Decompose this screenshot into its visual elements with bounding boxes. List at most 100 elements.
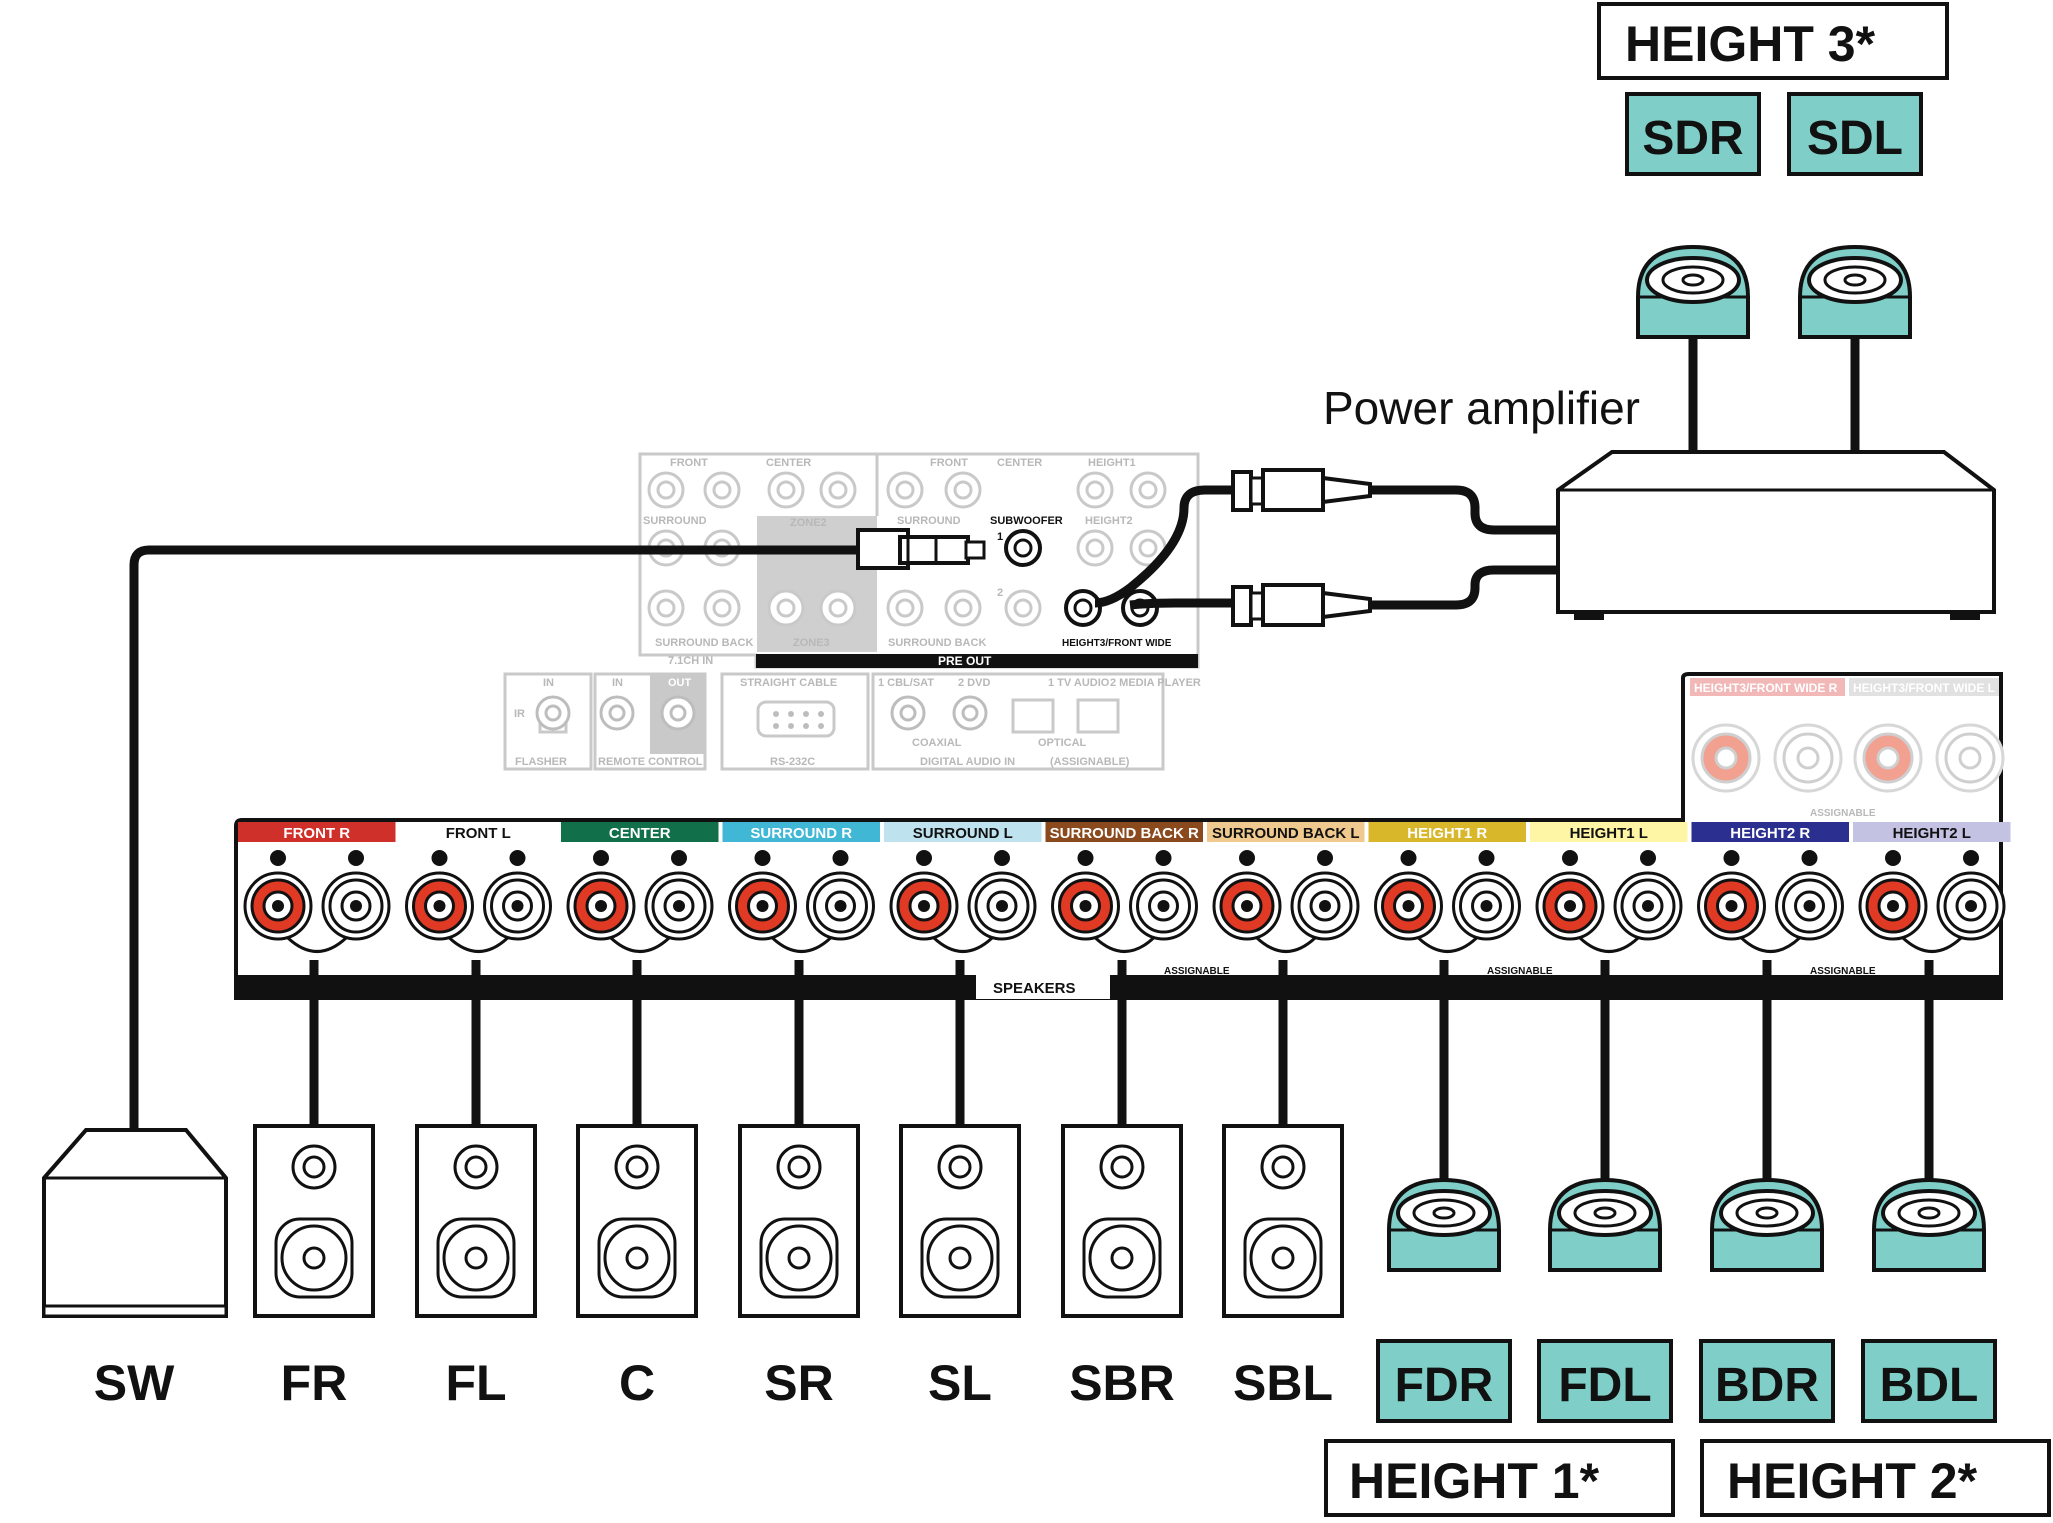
height3-front-wide-label: HEIGHT3/FRONT WIDE — [1062, 638, 1172, 649]
terminal-core — [1319, 900, 1331, 912]
faded-terminal-inner — [1876, 746, 1900, 770]
height-speaker-label-box — [1537, 1339, 1673, 1423]
terminal-link — [1578, 936, 1640, 953]
top-speaker-label-box — [1625, 92, 1761, 176]
front-label: FRONT — [930, 457, 968, 469]
terminal-polarity-mark — [994, 850, 1010, 866]
height2-box — [1700, 1439, 2051, 1517]
terminal-polarity-mark — [1963, 850, 1979, 866]
terminal-polarity-mark — [1317, 850, 1333, 866]
remote-in-label: IN — [612, 677, 623, 689]
rca-jack-active — [1064, 589, 1102, 627]
channel-header-label: SURROUND BACK R — [1050, 825, 1199, 842]
floor-speaker-label: SL — [928, 1355, 992, 1411]
channel-header-bg — [238, 822, 396, 842]
rca-jack-faded-inner — [776, 598, 796, 618]
rca-jack-faded-inner — [1013, 598, 1033, 618]
floor-speaker-label: FR — [281, 1355, 348, 1411]
speaker-cables — [309, 960, 1934, 1182]
ch71-label: 7.1CH IN — [668, 655, 713, 667]
height-speaker-label-box — [1861, 1339, 1997, 1423]
rca-jack-faded — [1129, 471, 1167, 509]
terminal-core — [918, 900, 930, 912]
channel-header-label: SURROUND L — [913, 825, 1013, 842]
terminal-core — [272, 900, 284, 912]
faded-jack — [660, 695, 696, 731]
floor-speaker-label: FL — [445, 1355, 506, 1411]
terminal-link — [1901, 936, 1963, 953]
channel-header-bg — [1691, 822, 1849, 842]
channel-header-bg — [399, 822, 557, 842]
terminal-link — [932, 936, 994, 953]
height-speaker — [1872, 1177, 1986, 1272]
rs232-pin — [773, 711, 779, 717]
height-speaker — [1710, 1177, 1824, 1272]
height-speaker-dome — [1432, 1206, 1456, 1220]
woofer-center — [1271, 1246, 1295, 1270]
height1-label: HEIGHT 1* — [1349, 1453, 1600, 1509]
faded-jack — [952, 695, 988, 731]
channel-header-label: FRONT R — [283, 825, 350, 842]
terminal-polarity-mark — [270, 850, 286, 866]
height-speaker-label: BDL — [1880, 1359, 1979, 1412]
faded-jack — [535, 695, 571, 731]
rca-jack-faded — [767, 471, 805, 509]
rs232-pin — [818, 711, 824, 717]
terminal-core — [756, 900, 769, 912]
floor-speaker-label: SW — [94, 1355, 175, 1411]
terminal-core — [1803, 900, 1816, 912]
input1-label: 1 CBL/SAT — [878, 677, 934, 689]
rca-jack-faded — [647, 471, 685, 509]
terminal-polarity-mark — [1478, 850, 1495, 866]
terminal-polarity-mark — [1801, 850, 1818, 866]
channel-header-bg — [1207, 822, 1365, 842]
channel-header-label: HEIGHT2 R — [1730, 825, 1810, 842]
height-speaker-dome — [1917, 1206, 1941, 1220]
rca-jack-faded-inner — [953, 598, 973, 618]
rca-jack-faded-inner — [1085, 480, 1105, 500]
rca-jack-faded — [819, 589, 857, 627]
channel-header-bg — [561, 822, 719, 842]
cables — [129, 335, 1860, 1130]
height-speaker-dome — [1593, 1206, 1617, 1220]
rs232-pin — [773, 723, 779, 729]
channel-header-label: CENTER — [609, 825, 671, 842]
terminal-core — [595, 900, 607, 912]
height-speaker-label: FDL — [1558, 1359, 1651, 1412]
terminal-core — [433, 900, 446, 912]
rs232-pin — [788, 723, 794, 729]
pre-out-label: PRE OUT — [938, 654, 992, 668]
channel-header-bg — [1853, 822, 2011, 842]
top-speaker-label: SDL — [1807, 112, 1903, 165]
faded-jack — [890, 695, 926, 731]
woofer-center — [787, 1246, 811, 1270]
rs232-pin — [803, 711, 809, 717]
floor-speaker-label: SR — [764, 1355, 833, 1411]
channel-header-label: HEIGHT1 L — [1570, 825, 1648, 842]
rca-jack-faded-inner — [656, 598, 676, 618]
terminal-link — [1094, 936, 1155, 953]
terminal-polarity-mark — [593, 850, 609, 866]
terminal-polarity-mark — [916, 850, 932, 866]
surround-label: SURROUND — [643, 515, 707, 527]
channel-header-bg — [1045, 822, 1203, 842]
terminal-core — [996, 900, 1008, 912]
tweeter-center — [1110, 1155, 1134, 1179]
rca-plug-lower — [1231, 583, 1372, 627]
assignable-paren-label: (ASSIGNABLE) — [1050, 756, 1130, 768]
terminal-core — [1965, 900, 1977, 912]
rca-jack-faded — [703, 471, 741, 509]
height-speaker — [1636, 244, 1750, 339]
input3-label: 1 TV AUDIO — [1048, 677, 1110, 689]
rca-jack-faded — [944, 589, 982, 627]
coaxial-label: COAXIAL — [912, 737, 962, 749]
channel-header-label: SURROUND R — [750, 825, 852, 842]
rca-jack-faded-inner — [1138, 538, 1158, 558]
terminal-link — [286, 936, 348, 953]
terminal-core — [350, 900, 362, 912]
channel-header-label: SURROUND BACK L — [1212, 825, 1360, 842]
rca-jack-faded-inner — [776, 480, 796, 500]
